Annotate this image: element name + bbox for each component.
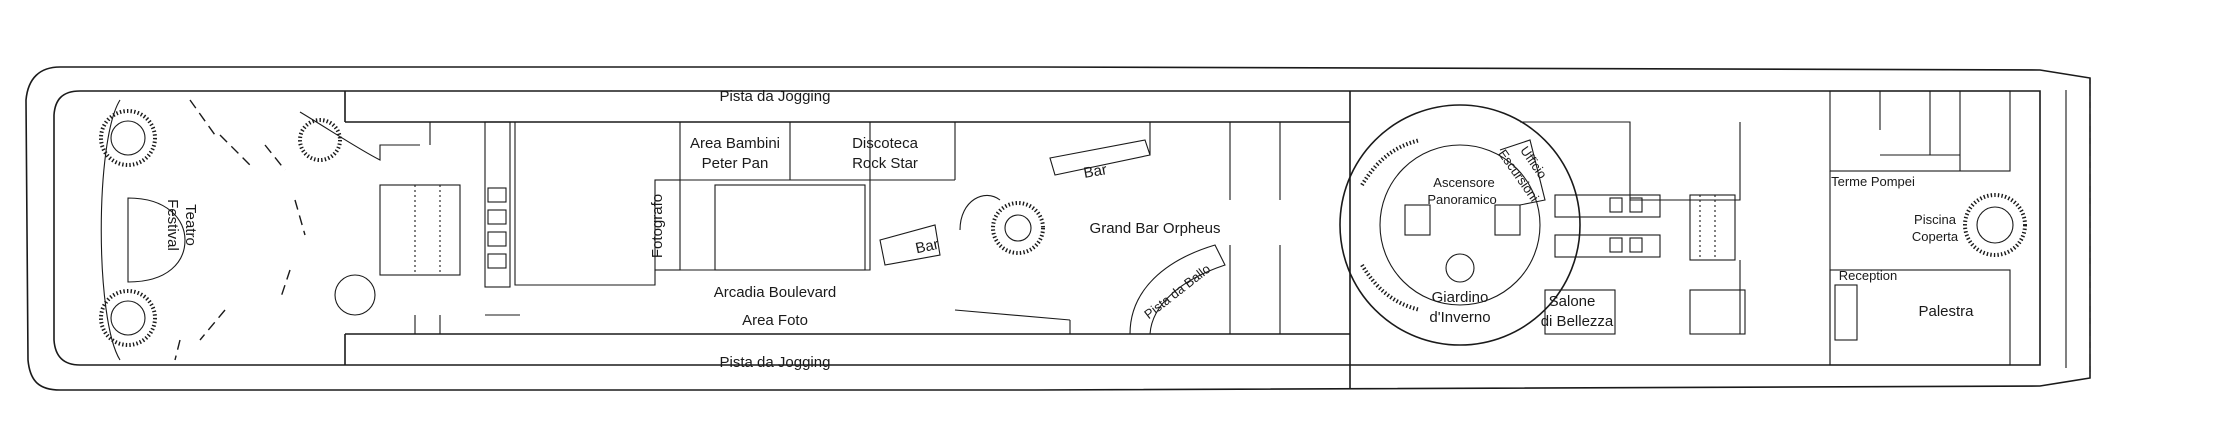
label-arcadia-boulevard: Arcadia Boulevard <box>714 284 837 301</box>
label-d-inverno: d'Inverno <box>1429 309 1490 326</box>
label-piscina: Piscina <box>1914 212 1957 227</box>
center-rooms <box>414 122 1071 334</box>
label-fotografo: Fotografo <box>649 194 666 258</box>
label-rock-star: Rock Star <box>852 155 918 172</box>
label-jogging-bottom: Pista da Jogging <box>720 354 831 371</box>
label-festival: Festival <box>164 199 181 251</box>
label-teatro: Teatro <box>182 204 199 246</box>
aft-rooms <box>1520 121 1746 335</box>
label-pista-da-ballo: Pista da Ballo <box>1141 261 1213 322</box>
label-bar-lower: Bar <box>914 236 940 257</box>
label-reception: Reception <box>1839 268 1898 283</box>
label-salone: Salone <box>1549 293 1596 310</box>
label-terme-pompei: Terme Pompei <box>1831 174 1915 189</box>
label-bar-upper: Bar <box>1082 161 1108 182</box>
label-palestra: Palestra <box>1918 303 1974 320</box>
label-area-foto: Area Foto <box>742 312 808 329</box>
deck-labels: Pista da Jogging Pista da Jogging Teatro… <box>164 88 1974 371</box>
label-giardino: Giardino <box>1432 289 1489 306</box>
jogging-track <box>344 91 1351 388</box>
label-discoteca: Discoteca <box>852 135 919 152</box>
theater-area <box>99 99 420 361</box>
spa-gym-area <box>1829 90 2027 366</box>
label-coperta: Coperta <box>1912 229 1959 244</box>
label-area-bambini: Area Bambini <box>690 135 780 152</box>
label-grand-bar-orpheus: Grand Bar Orpheus <box>1090 220 1221 237</box>
label-peter-pan: Peter Pan <box>702 155 769 172</box>
label-ascensore: Ascensore <box>1433 175 1494 190</box>
label-jogging-top: Pista da Jogging <box>720 88 831 105</box>
forward-stairs <box>379 121 511 288</box>
bar-area <box>879 122 1281 335</box>
label-panoramico: Panoramico <box>1427 192 1496 207</box>
hull-outline <box>25 66 2091 391</box>
atrium <box>1339 104 1581 346</box>
label-di-bellezza: di Bellezza <box>1541 313 1614 330</box>
